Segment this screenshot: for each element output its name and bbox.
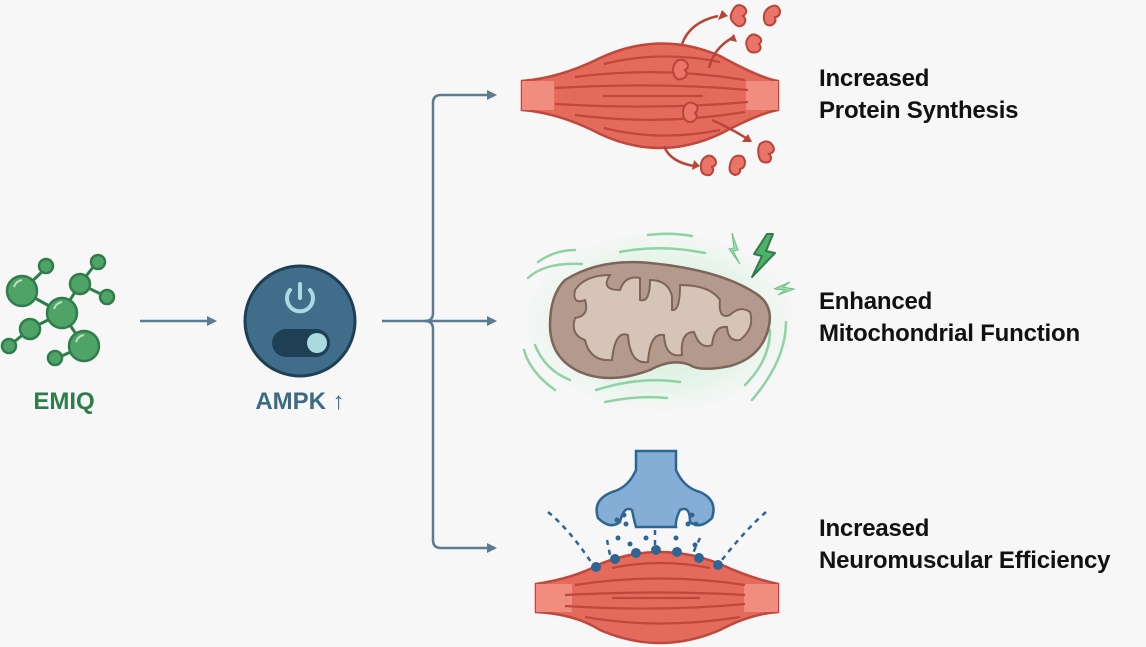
outcome-line1: Increased [819, 65, 930, 92]
arrow-to-neuromuscular-efficiency [424, 319, 497, 553]
outcome-neuromuscular-efficiency: Increased Neuromuscular Efficiency [819, 513, 1111, 577]
outcome-protein-synthesis: Increased Protein Synthesis [819, 63, 1019, 127]
outcome-mitochondrial-function: Enhanced Mitochondrial Function [819, 286, 1080, 350]
ampk-label: AMPK ↑ [255, 388, 345, 415]
emiq-label: EMIQ [33, 388, 95, 415]
outcome-line2: Neuromuscular Efficiency [819, 547, 1111, 574]
outcome-line1: Enhanced [819, 288, 933, 315]
outcome-line1: Increased [819, 515, 930, 542]
outcome-line2: Protein Synthesis [819, 97, 1019, 124]
outcome-line2: Mitochondrial Function [819, 320, 1080, 347]
